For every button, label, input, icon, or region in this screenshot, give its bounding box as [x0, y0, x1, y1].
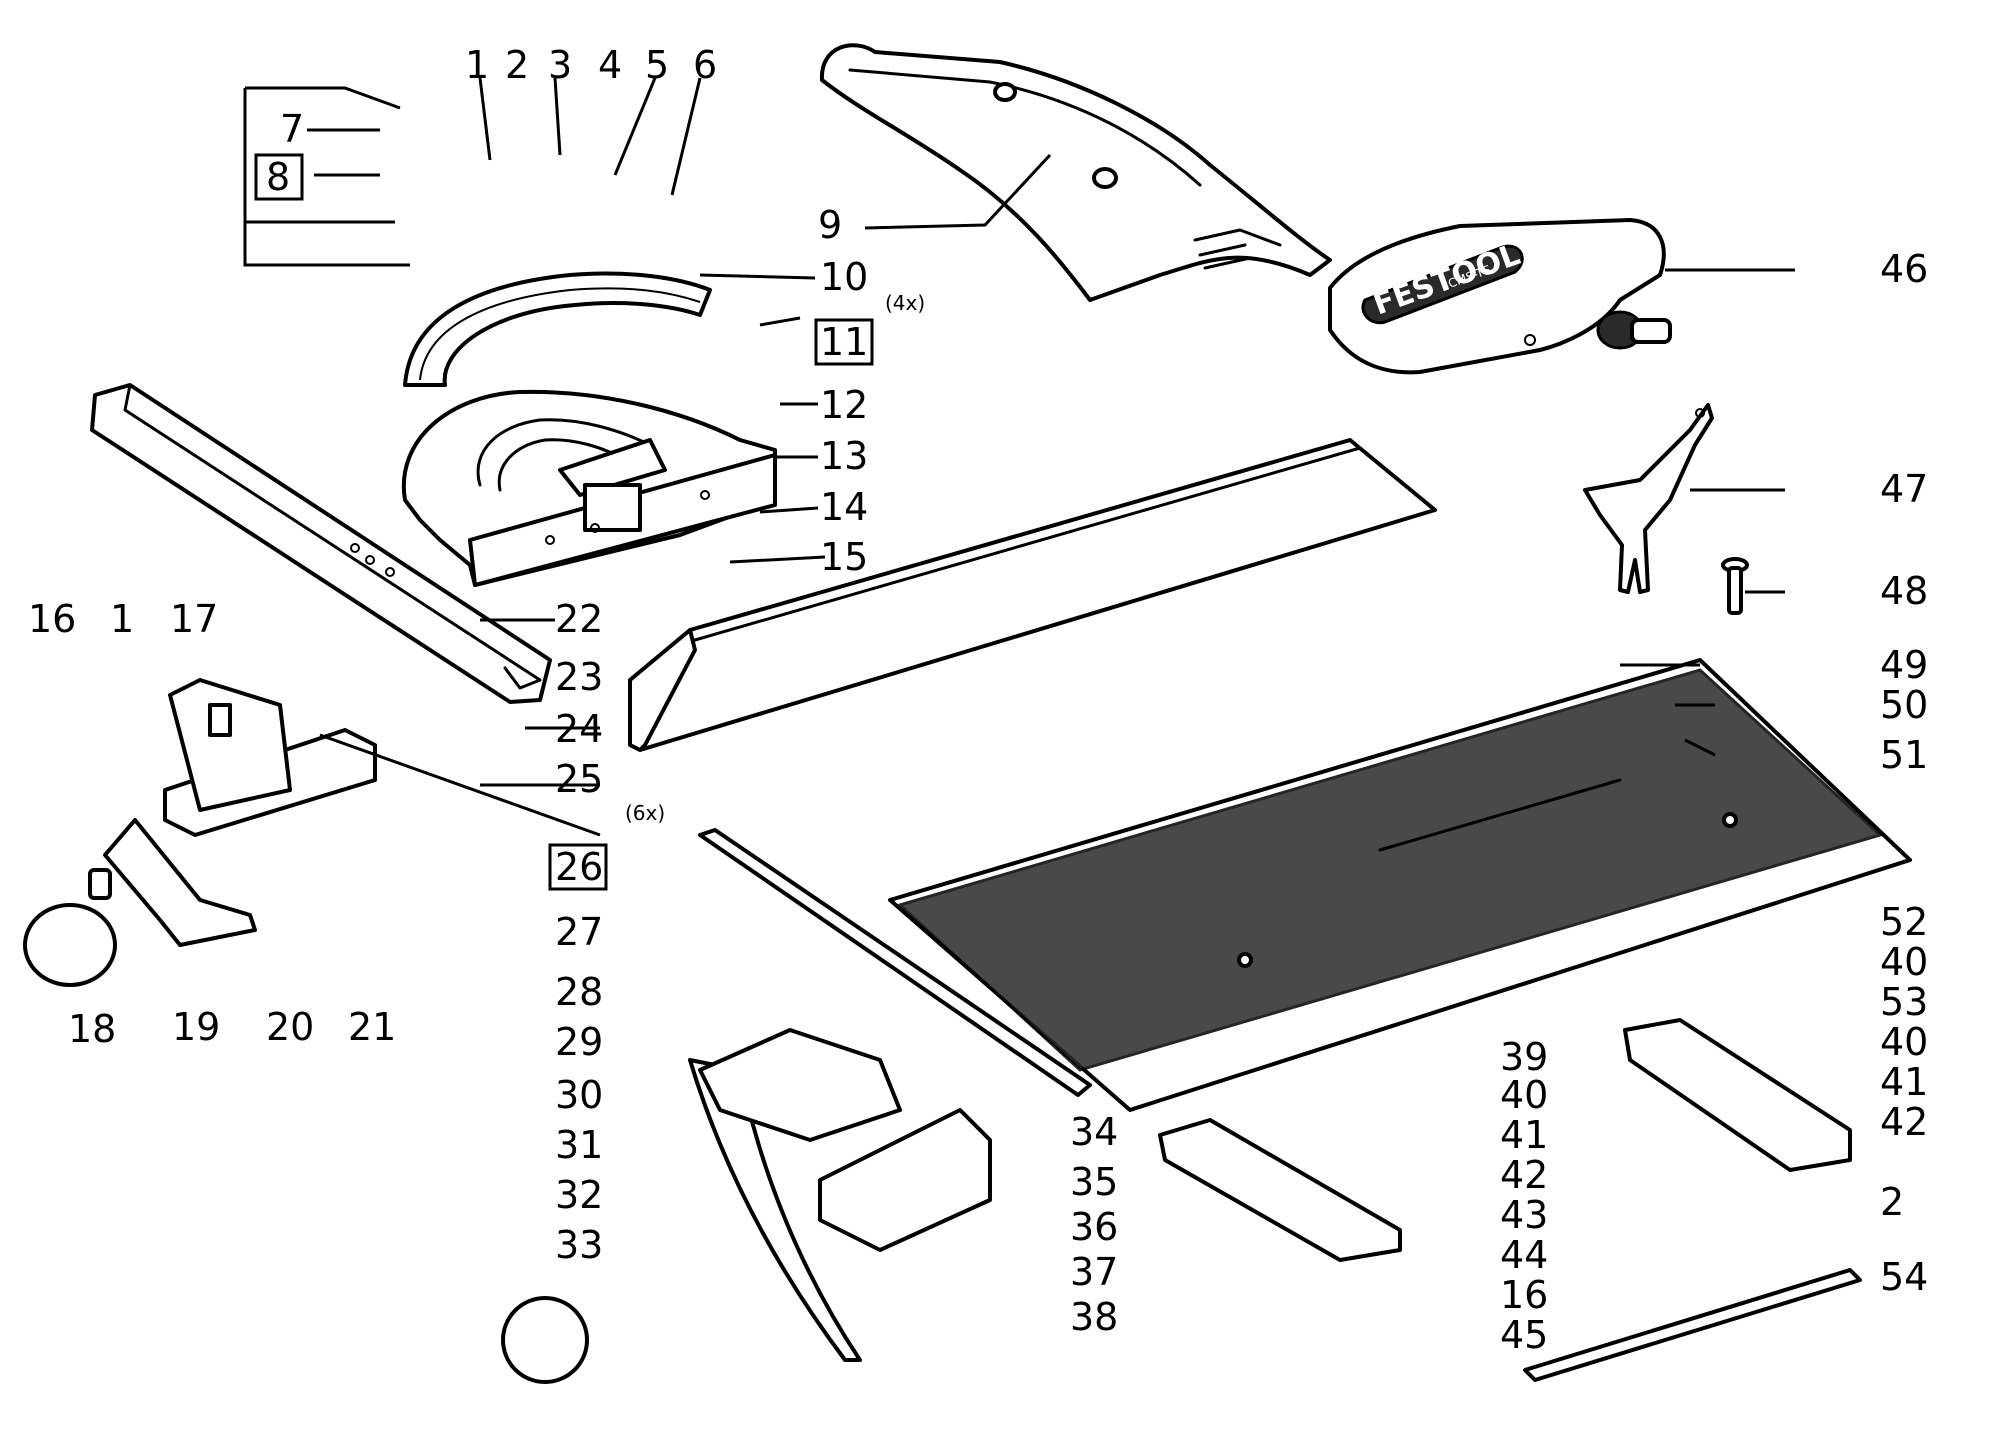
bracket-39-part — [1623, 1018, 1852, 1172]
callout-box — [254, 153, 304, 201]
callout-label: 1 — [465, 43, 489, 87]
callout-label: 40 — [1880, 1020, 1928, 1064]
clamp-lever-part — [103, 818, 257, 947]
callout-label: 54 — [1880, 1255, 1928, 1299]
callout-label: 9 — [818, 203, 842, 247]
quantity-note: (6x) — [625, 801, 665, 825]
callout-label: 27 — [555, 910, 603, 954]
callout-label: 32 — [555, 1173, 603, 1217]
callout-label: 49 — [1880, 643, 1928, 687]
sliding-carriage-part — [163, 678, 377, 837]
callout-label: 19 — [172, 1005, 220, 1049]
callout-label: 4 — [598, 43, 622, 87]
callout-label: 43 — [1500, 1193, 1548, 1237]
blade-guard-part: FESTOOL CMS-TS — [1328, 218, 1672, 375]
callout-label: 35 — [1070, 1160, 1118, 1204]
callout-label: 28 — [555, 970, 603, 1014]
leader-lines — [243, 77, 1795, 837]
callout-label: 44 — [1500, 1233, 1548, 1277]
callout-label: 37 — [1070, 1250, 1118, 1294]
callout-label: 36 — [1070, 1205, 1118, 1249]
protractor-scale-part — [403, 271, 712, 387]
callout-label: 16 — [28, 597, 76, 641]
callout-label: 21 — [348, 1005, 396, 1049]
callout-label: 38 — [1070, 1295, 1118, 1339]
callout-label: 50 — [1880, 683, 1928, 727]
callout-label: 33 — [555, 1223, 603, 1267]
table-top-part — [888, 658, 1912, 1112]
riving-knife-part — [1583, 403, 1714, 594]
callout-label: 51 — [1880, 733, 1928, 777]
callout-label: 14 — [820, 485, 868, 529]
callout-label: 30 — [555, 1073, 603, 1117]
callout-box — [814, 318, 874, 366]
callout-label: 16 — [1500, 1273, 1548, 1317]
round-knob-33-part — [501, 1296, 589, 1384]
saw-base-parts — [688, 1028, 992, 1362]
callout-label: 6 — [693, 43, 717, 87]
callout-label: 12 — [820, 383, 868, 427]
callout-label: 34 — [1070, 1110, 1118, 1154]
quantity-note: (4x) — [885, 291, 925, 315]
fence-profile-part — [628, 438, 1437, 752]
mitre-gauge-base-part — [401, 389, 777, 587]
callout-label: 42 — [1500, 1153, 1548, 1197]
callout-label: 25 — [555, 757, 603, 801]
callout-label: 26 — [555, 845, 603, 889]
callout-label: 2 — [505, 43, 529, 87]
strap-part — [1523, 1268, 1862, 1382]
callout-label: 8 — [266, 155, 290, 199]
callout-label: 22 — [555, 597, 603, 641]
callout-label: 40 — [1500, 1073, 1548, 1117]
callout-label: 11 — [820, 320, 868, 364]
callout-label: 39 — [1500, 1035, 1548, 1079]
callout-label: 15 — [820, 535, 868, 579]
guard-handle-part — [819, 43, 1332, 302]
callout-label: 23 — [555, 655, 603, 699]
callout-label: 5 — [645, 43, 669, 87]
bracket-43-part — [1158, 1118, 1402, 1262]
scale-bar-part — [698, 828, 1092, 1097]
callout-label: 24 — [555, 707, 603, 751]
callout-label: 46 — [1880, 247, 1928, 291]
callout-label: 17 — [170, 597, 218, 641]
callout-label: 1 — [110, 597, 134, 641]
callout-label: 40 — [1880, 940, 1928, 984]
callout-label: 52 — [1880, 900, 1928, 944]
callout-label: 41 — [1880, 1060, 1928, 1104]
callout-label: 48 — [1880, 569, 1928, 613]
callout-label: 13 — [820, 434, 868, 478]
callout-label: 2 — [1880, 1180, 1904, 1224]
callout-label: 47 — [1880, 467, 1928, 511]
callout-label: 3 — [548, 43, 572, 87]
callout-label: 10 — [820, 255, 868, 299]
callout-label: 18 — [68, 1007, 116, 1051]
callout-label: 29 — [555, 1020, 603, 1064]
callout-label: 53 — [1880, 980, 1928, 1024]
part-drawings: FESTOOL CMS-TS — [23, 43, 1912, 1384]
long-rail-part — [90, 383, 552, 704]
callout-label: 45 — [1500, 1313, 1548, 1357]
callout-label: 7 — [280, 107, 304, 151]
callout-labels: 1 2 3 4 5 6 7 8 9 10 11 12 13 14 15 16 1… — [28, 43, 1928, 1357]
callout-label: 31 — [555, 1123, 603, 1167]
callout-box — [548, 843, 608, 891]
callout-label: 42 — [1880, 1100, 1928, 1144]
callout-label: 20 — [266, 1005, 314, 1049]
pin-48-part — [1721, 557, 1749, 615]
star-knob-part — [23, 868, 117, 987]
callout-label: 41 — [1500, 1113, 1548, 1157]
